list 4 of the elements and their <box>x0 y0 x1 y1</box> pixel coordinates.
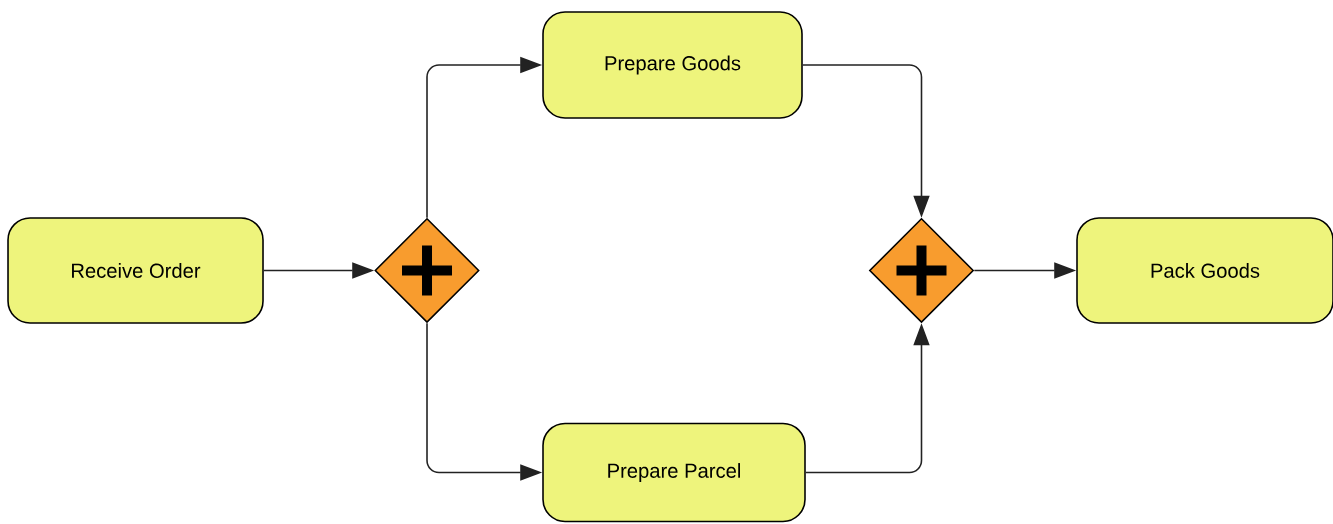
task-box: Prepare Parcel <box>542 422 806 523</box>
task-box: Receive Order <box>7 217 264 324</box>
task-box: Prepare Goods <box>542 11 803 119</box>
task-box: Pack Goods <box>1076 217 1333 324</box>
